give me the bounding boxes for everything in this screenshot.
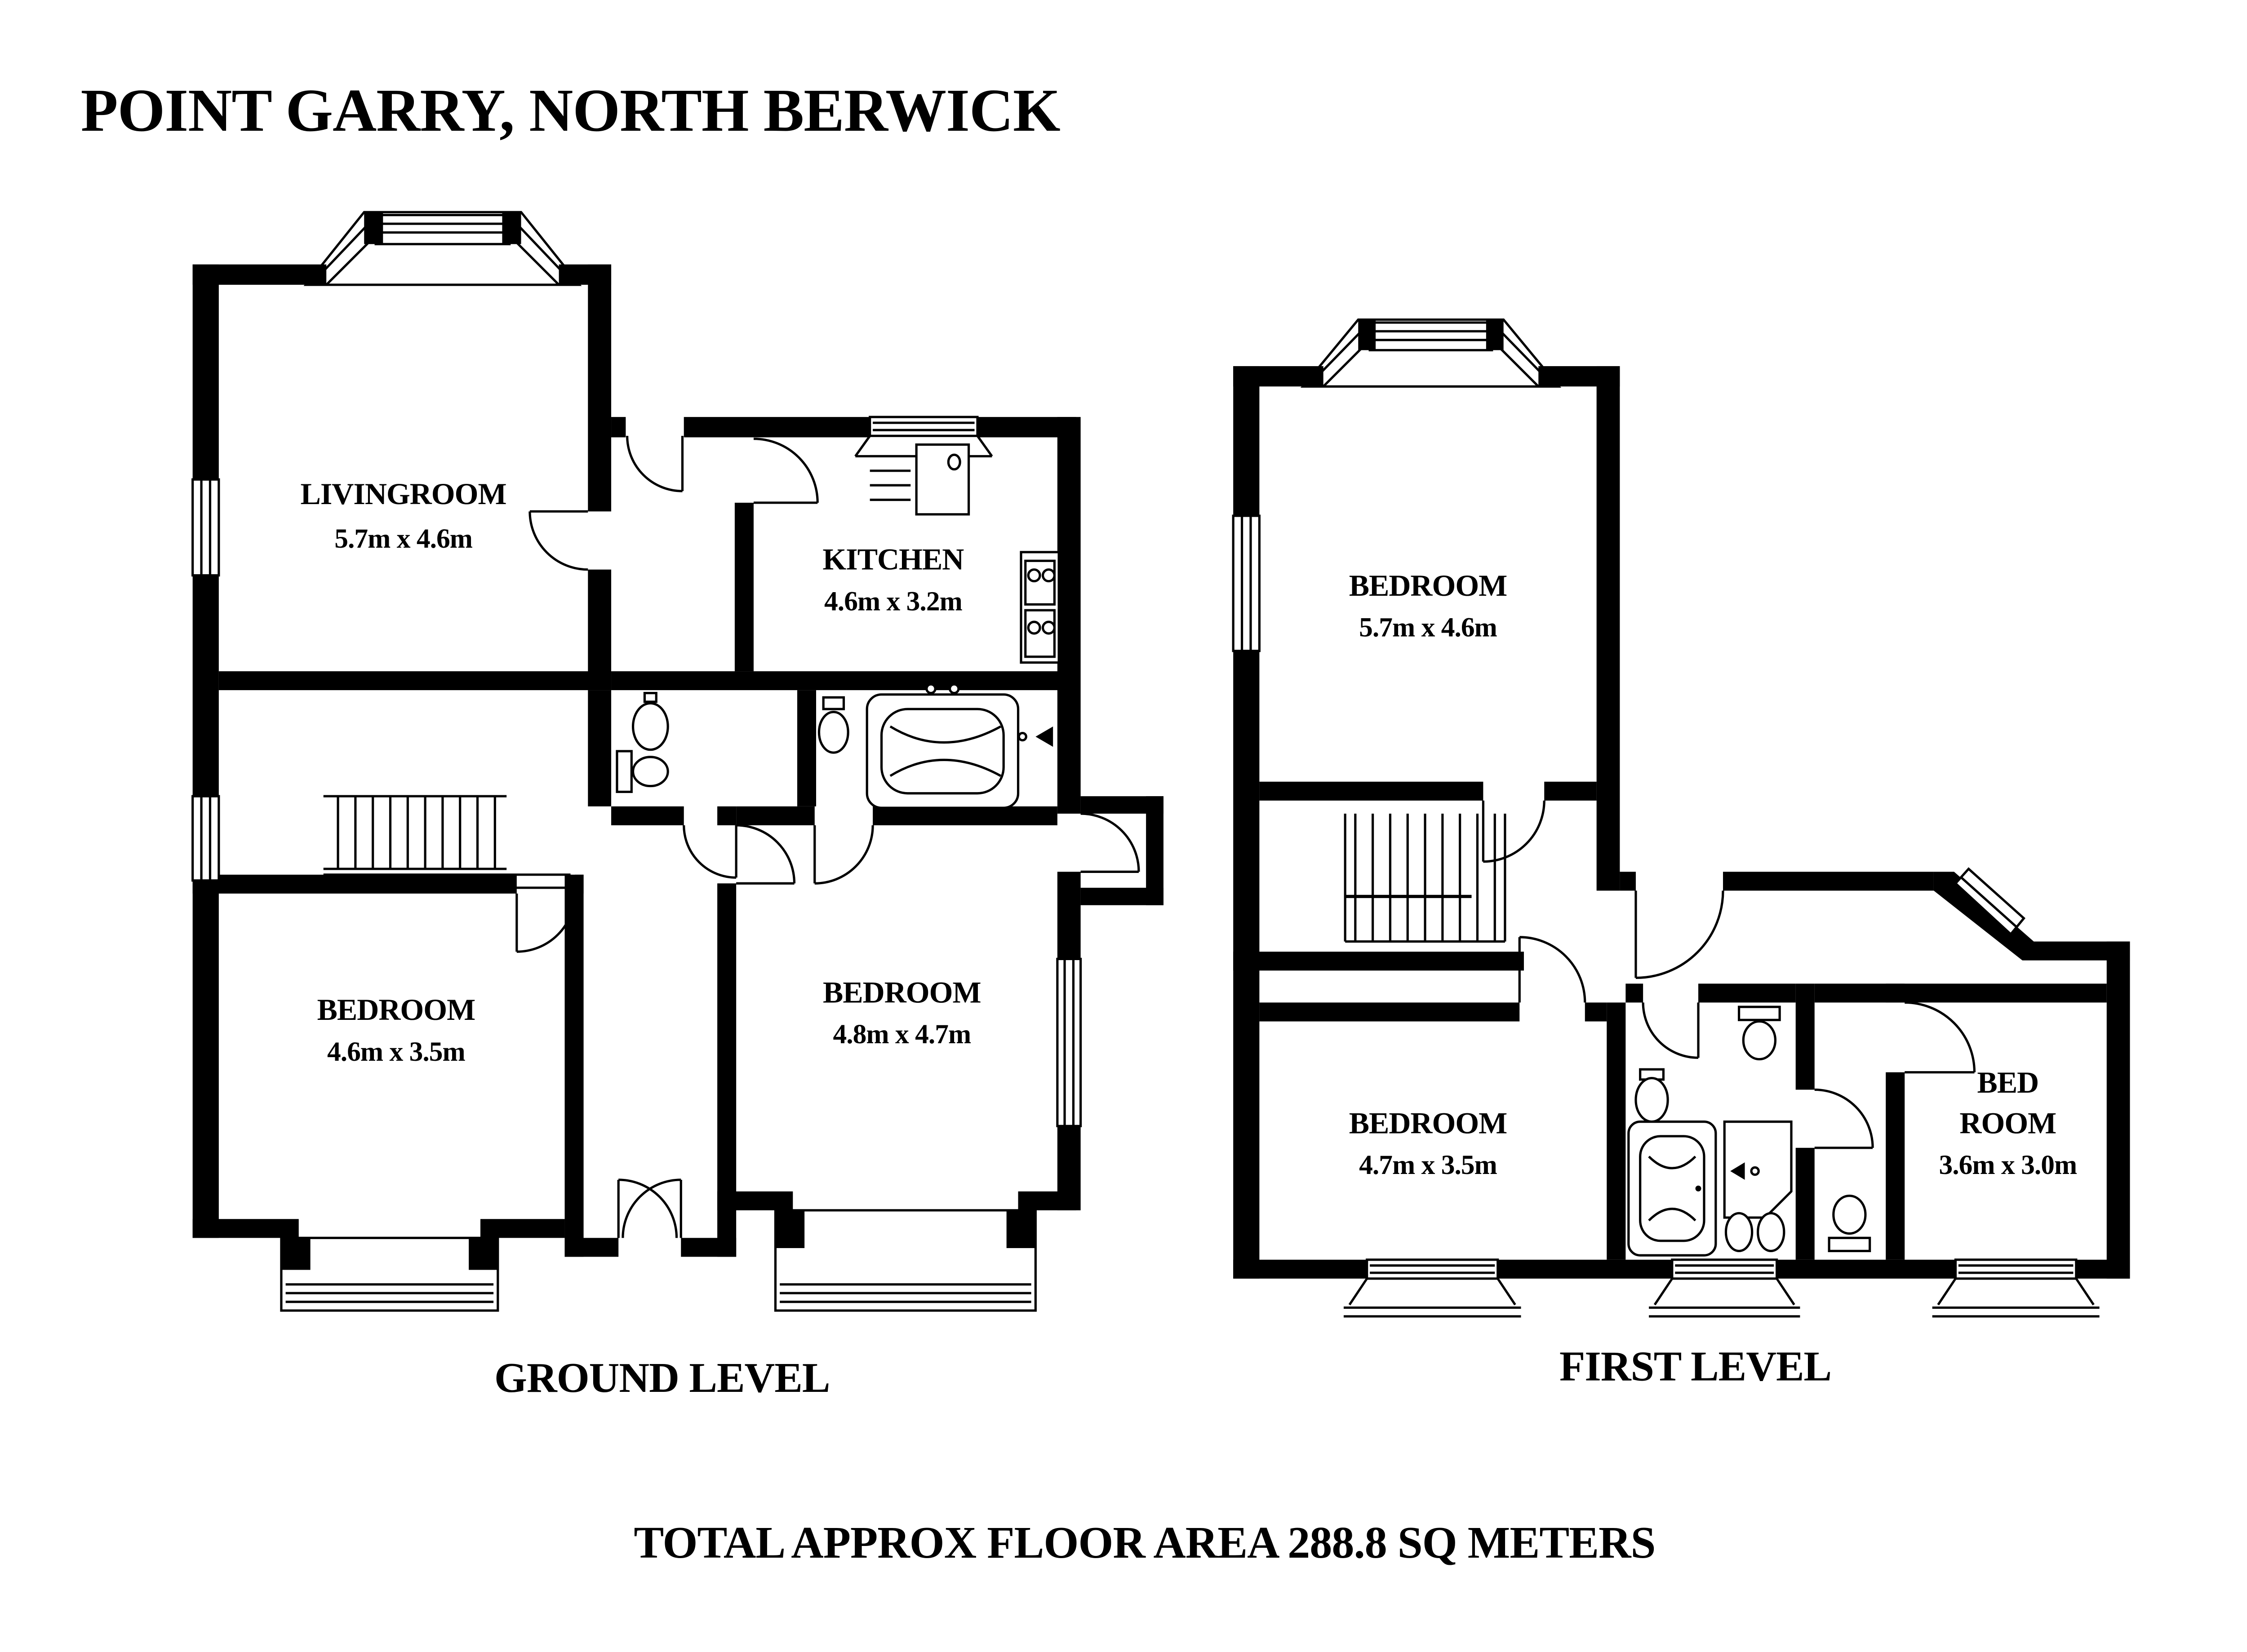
ground-bedroom-right-label: BEDROOM [823,975,981,1009]
door-arcs-ground [515,436,1140,1238]
first-bedroom-right-dims: 3.6m x 3.0m [1939,1150,2077,1180]
kitchen-dims: 4.6m x 3.2m [824,586,963,616]
toilet-icon [616,750,669,793]
first-floor-plan: BEDROOM 5.7m x 4.6m BEDROOM 4.7m x 3.5m … [1232,318,2130,1390]
first-bedroom-left-dims: 4.7m x 3.5m [1359,1150,1497,1180]
page-title: POINT GARRY, NORTH BERWICK [81,77,1060,144]
splayed-window-icon [1649,1258,1800,1318]
shower-head-icon [1017,726,1053,747]
toilet-icon [1828,1194,1871,1253]
total-area-text: TOTAL APPROX FLOOR AREA 288.8 SQ METERS [634,1518,1655,1568]
first-level-caption: FIRST LEVEL [1559,1343,1831,1390]
ground-level-caption: GROUND LEVEL [494,1355,830,1401]
bay-window-top-icon [1300,318,1562,388]
first-bedroom-top-label: BEDROOM [1349,568,1507,602]
livingroom-dims: 5.7m x 4.6m [334,523,473,554]
first-bedroom-right-label-line2: ROOM [1959,1106,2056,1140]
ground-bedroom-right-dims: 4.8m x 4.7m [833,1019,971,1050]
sink-icon [631,692,669,751]
stairs-ground [323,795,572,889]
stove-icon [1020,551,1060,664]
door-arcs-first [1482,800,1976,1149]
bathtub-icon [866,683,1020,809]
splayed-window-icon [1932,1258,2100,1318]
kitchen-label: KITCHEN [822,542,964,576]
first-bedroom-right-label-line1: BED [1977,1065,2038,1099]
walls-ground [192,264,1163,1257]
windows-first [1232,514,2100,1318]
kitchen-sink-icon [870,443,970,516]
bay-window-bottom-right-icon [774,1209,1037,1312]
ground-bedroom-left-dims: 4.6m x 3.5m [327,1036,466,1067]
livingroom-label: LIVINGROOM [301,477,506,511]
stairs-first [1344,814,1506,943]
corner-shower-icon [1723,1121,1793,1219]
ground-floor-plan: LIVINGROOM 5.7m x 4.6m KITCHEN 4.6m x 3.… [191,211,1163,1401]
windows-ground [191,416,1082,1127]
first-bedroom-left-label: BEDROOM [1349,1106,1507,1140]
sink-icon [1724,1212,1785,1253]
bay-window-bottom-left-icon [280,1236,499,1312]
bathtub-icon [1627,1121,1717,1257]
first-bedroom-top-dims: 5.7m x 4.6m [1359,612,1497,642]
sink-icon [1634,1068,1669,1123]
sink-icon [817,696,849,754]
toilet-icon [1737,1005,1781,1061]
bay-window-top-icon [303,211,582,286]
ground-bedroom-left-label: BEDROOM [317,992,475,1027]
splayed-window-icon [1343,1258,1521,1318]
